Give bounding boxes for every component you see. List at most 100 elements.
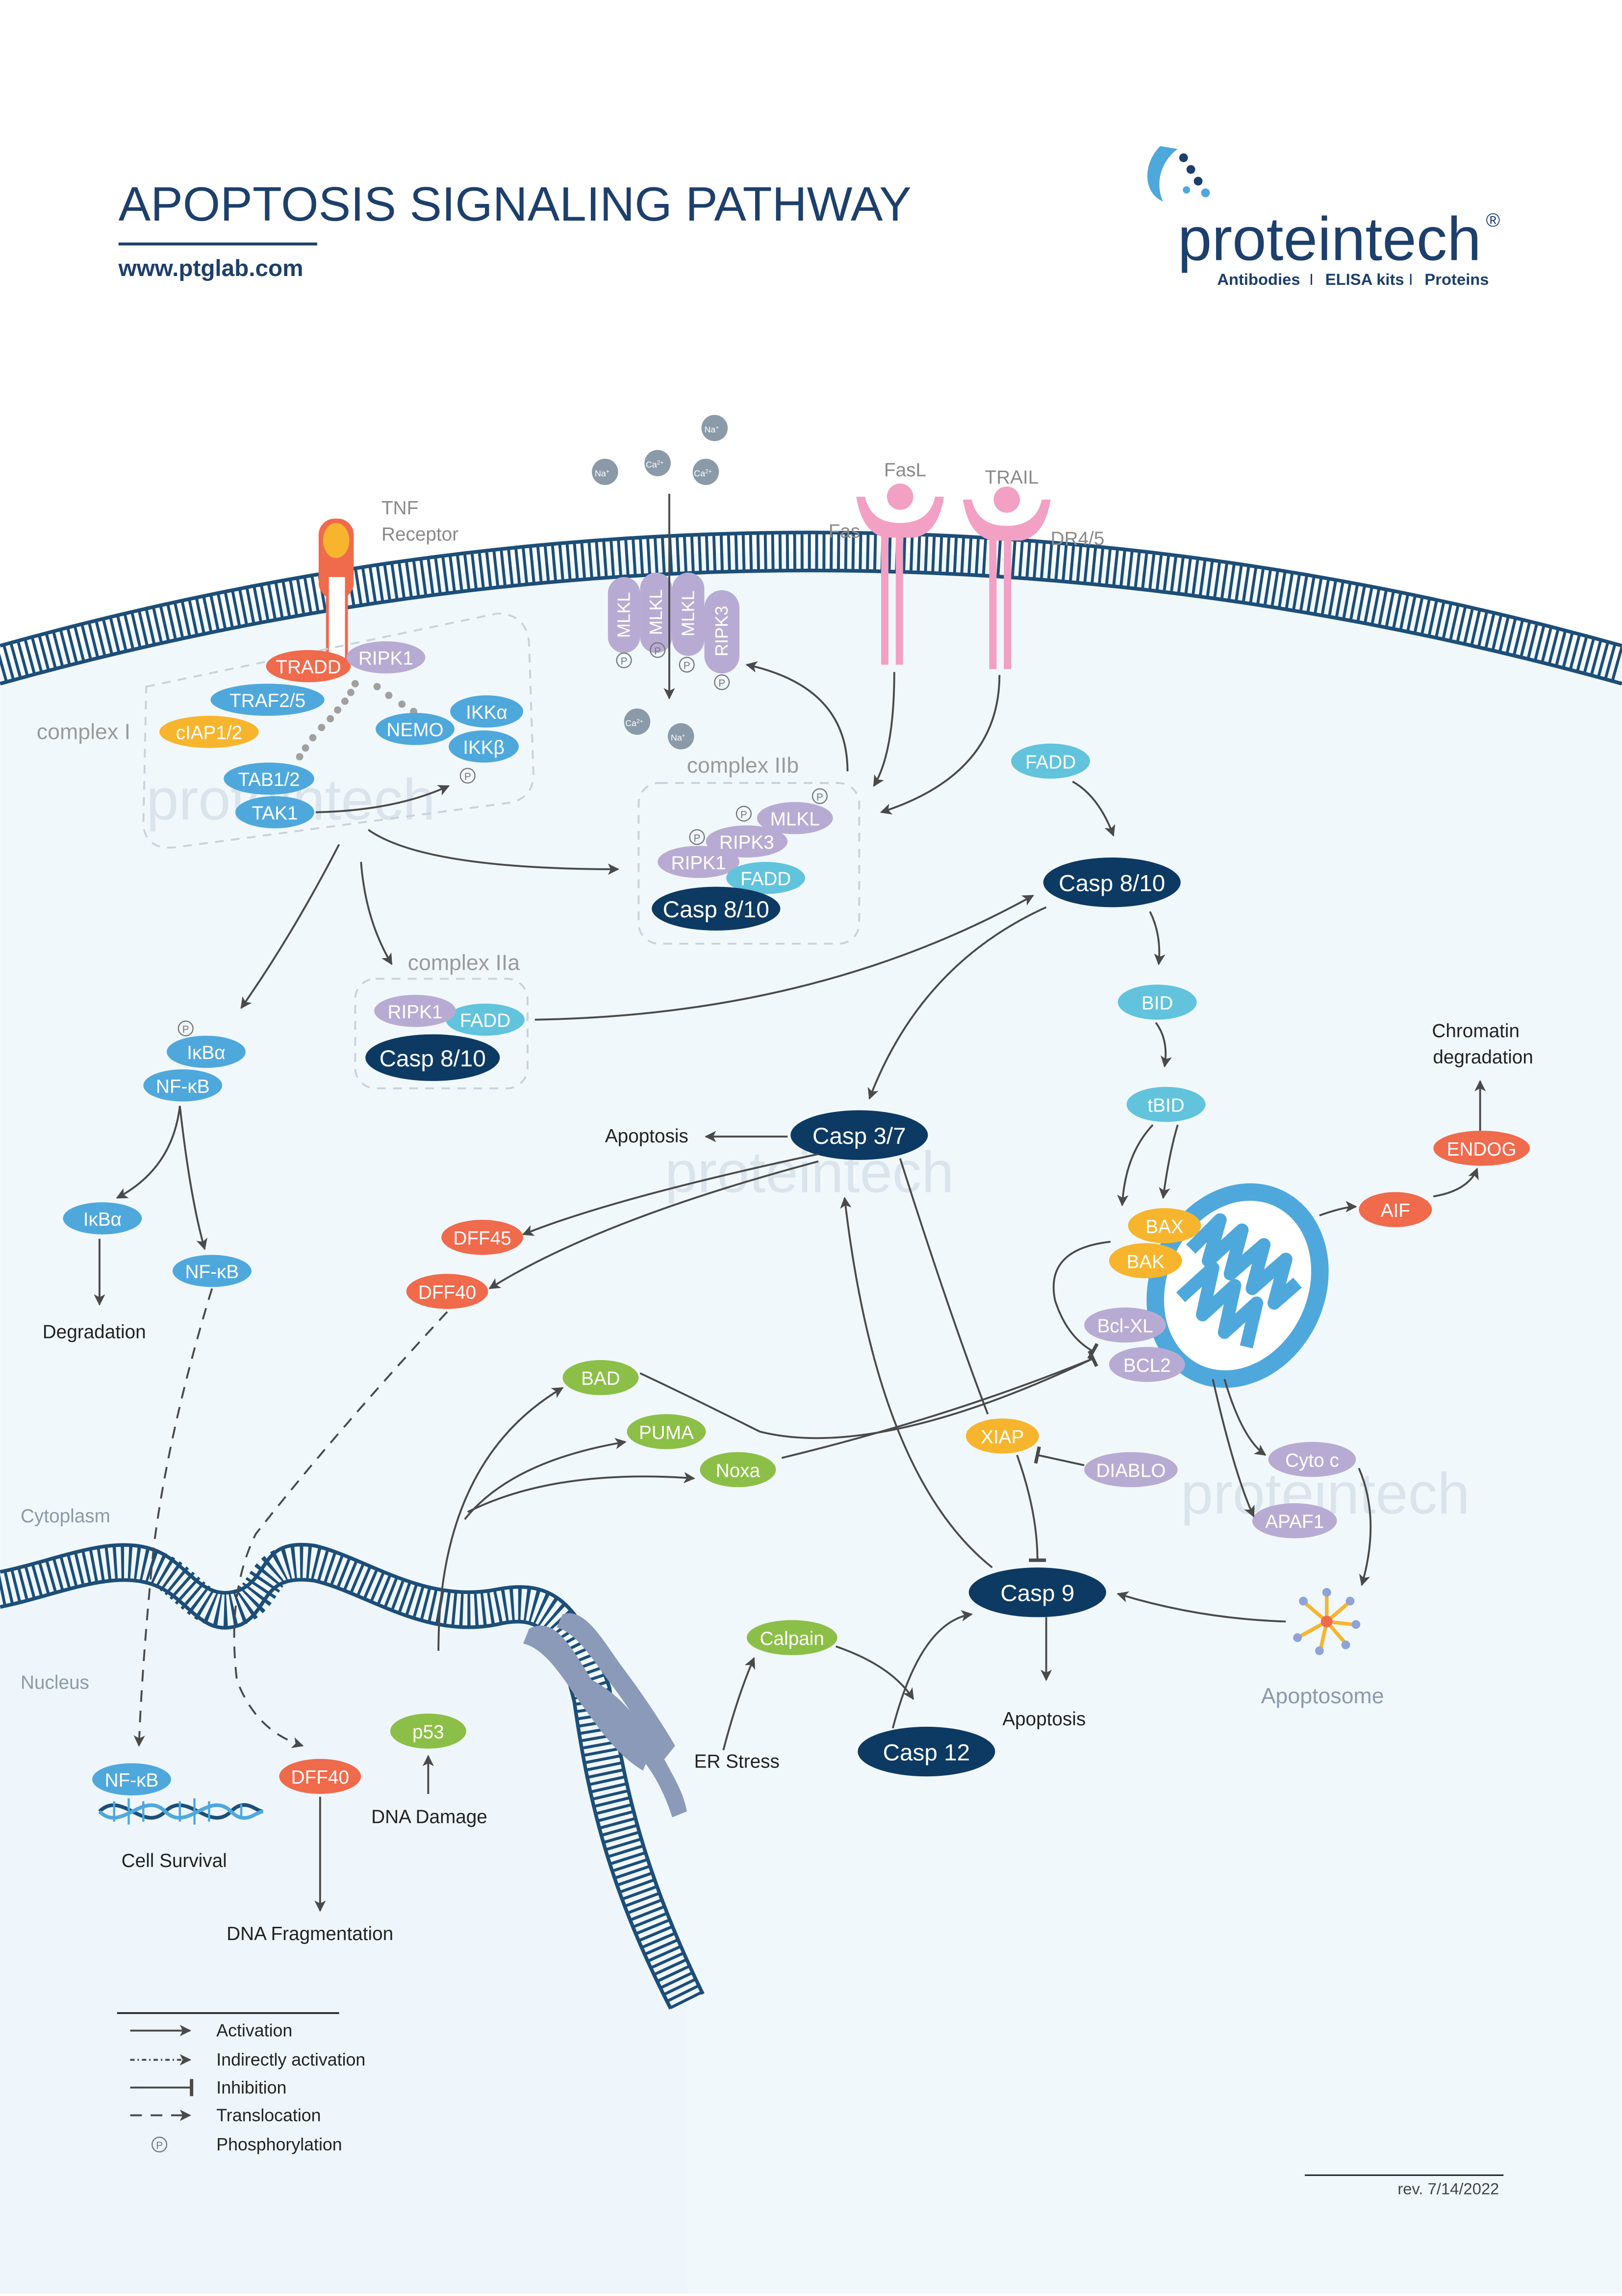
legend-activation-label: Activation [216,2021,292,2041]
apoptosis-label-casp9: Apoptosis [1002,1709,1086,1730]
node-ikka[interactable] [450,695,524,728]
svg-text:tBID: tBID [1147,1095,1184,1116]
node-nfkb-complex[interactable] [143,1069,223,1102]
ion-ca-1 [644,450,671,477]
apoptosome-label: Apoptosome [1261,1684,1384,1708]
node-casp37[interactable] [790,1110,928,1160]
svg-text:Calpain: Calpain [760,1628,824,1649]
svg-text:Na+: Na+ [595,468,609,478]
translocation-arrows [133,1288,448,1748]
svg-text:P: P [684,660,690,672]
node-mlkl-pore-3[interactable] [672,573,705,656]
er-stress-label: ER Stress [694,1751,780,1772]
node-mlkl-pore-2[interactable] [640,573,672,653]
svg-text:Na+: Na+ [704,424,719,434]
node-p53[interactable] [390,1714,466,1749]
node-tbid[interactable] [1126,1086,1206,1122]
phospho-ikkb-icon [459,768,476,784]
node-ripk3-pore[interactable] [704,590,739,674]
tnf-receptor: TNF Receptor [318,498,458,665]
svg-text:ENDOG: ENDOG [1447,1139,1517,1160]
node-dff40-nuclear[interactable] [279,1759,361,1794]
complex-i-label: complex I [37,720,130,744]
node-bad[interactable] [562,1360,639,1395]
node-diablo[interactable] [1084,1452,1178,1488]
svg-text:DIABLO: DIABLO [1096,1460,1166,1481]
node-noxa[interactable] [700,1452,776,1488]
node-mlkl-pore-1[interactable] [608,577,640,653]
node-casp810-complex-iib[interactable] [652,886,781,931]
node-fadd-complex-iia[interactable] [446,1003,525,1036]
node-casp810-main[interactable] [1043,858,1181,908]
ion-na-2 [592,458,618,485]
node-xiap[interactable] [965,1418,1039,1454]
node-bid[interactable] [1117,984,1197,1020]
node-apaf1[interactable] [1252,1503,1337,1539]
node-bax[interactable] [1128,1208,1201,1243]
logo-tagline-proteins: Proteins [1424,270,1489,288]
node-tab12[interactable] [224,762,314,795]
svg-text:TAB1/2: TAB1/2 [238,769,300,790]
node-bclxl[interactable] [1084,1307,1166,1343]
node-dff45[interactable] [441,1219,524,1255]
node-nemo[interactable] [376,713,455,745]
node-ripk1-complex-i[interactable] [346,641,426,674]
svg-text:P: P [156,2140,163,2151]
node-bak[interactable] [1109,1243,1182,1279]
site-url[interactable]: www.ptglab.com [118,255,304,281]
degradation-label: Degradation [43,1321,146,1342]
svg-text:MLKL: MLKL [770,808,820,830]
trail-label: TRAIL [985,467,1039,488]
svg-text:IKKα: IKKα [466,702,507,723]
svg-text:MLKL: MLKL [646,589,666,635]
endoplasmic-reticulum-icon [523,1613,687,1817]
node-nfkb-free[interactable] [172,1255,252,1287]
svg-text:P: P [654,646,661,657]
node-ikkb[interactable] [449,730,519,763]
svg-text:BCL2: BCL2 [1123,1355,1171,1376]
svg-text:BID: BID [1141,993,1173,1014]
node-mlkl-complex-iib[interactable] [757,802,833,834]
node-cytoc[interactable] [1268,1441,1356,1477]
node-ripk1-complex-iia[interactable] [374,995,456,1027]
node-casp9[interactable] [968,1567,1106,1617]
svg-text:TRAF2/5: TRAF2/5 [229,690,305,711]
node-tradd[interactable] [266,650,351,682]
logo-registered: ® [1486,210,1500,231]
node-ripk3-complex-iib[interactable] [706,825,788,858]
svg-text:IκBα: IκBα [187,1042,225,1063]
node-traf25[interactable] [210,683,325,716]
node-nfkb-nuclear[interactable] [92,1763,171,1795]
dna-helix-icon [98,1798,264,1825]
logo-tagline-elisa: ELISA kits [1325,270,1404,288]
svg-text:P: P [621,656,628,667]
node-casp12[interactable] [858,1726,995,1777]
svg-text:MLKL: MLKL [614,592,634,638]
complex-iib-outline [637,782,861,945]
node-endog[interactable] [1433,1131,1530,1166]
svg-text:APAF1: APAF1 [1265,1512,1324,1533]
node-aif[interactable] [1359,1192,1432,1227]
node-dff40-cyto[interactable] [406,1274,488,1309]
node-fadd-receptor[interactable] [1011,743,1090,779]
svg-text:IκBα: IκBα [83,1209,122,1230]
svg-text:Casp 8/10: Casp 8/10 [1059,871,1165,897]
inhibition-lines [639,1158,1111,1562]
ion-na-3 [667,723,694,750]
node-fadd-complex-iib[interactable] [726,861,806,894]
node-casp810-complex-iia[interactable] [365,1034,500,1081]
node-calpain[interactable] [746,1620,837,1655]
svg-text:BAK: BAK [1127,1251,1165,1272]
node-bcl2[interactable] [1109,1347,1185,1382]
svg-text:NEMO: NEMO [386,720,443,741]
node-ripk1-complex-iib[interactable] [658,846,739,878]
svg-text:TAK1: TAK1 [252,803,298,824]
node-tak1[interactable] [235,796,314,829]
node-ikba-free[interactable] [63,1202,142,1235]
svg-text:XIAP: XIAP [981,1427,1024,1448]
node-ikba-complex[interactable] [166,1035,246,1068]
svg-text:P: P [694,833,701,844]
membrane-outer-line [0,530,1622,648]
node-ciap12[interactable] [159,716,259,748]
node-puma[interactable] [627,1414,706,1449]
